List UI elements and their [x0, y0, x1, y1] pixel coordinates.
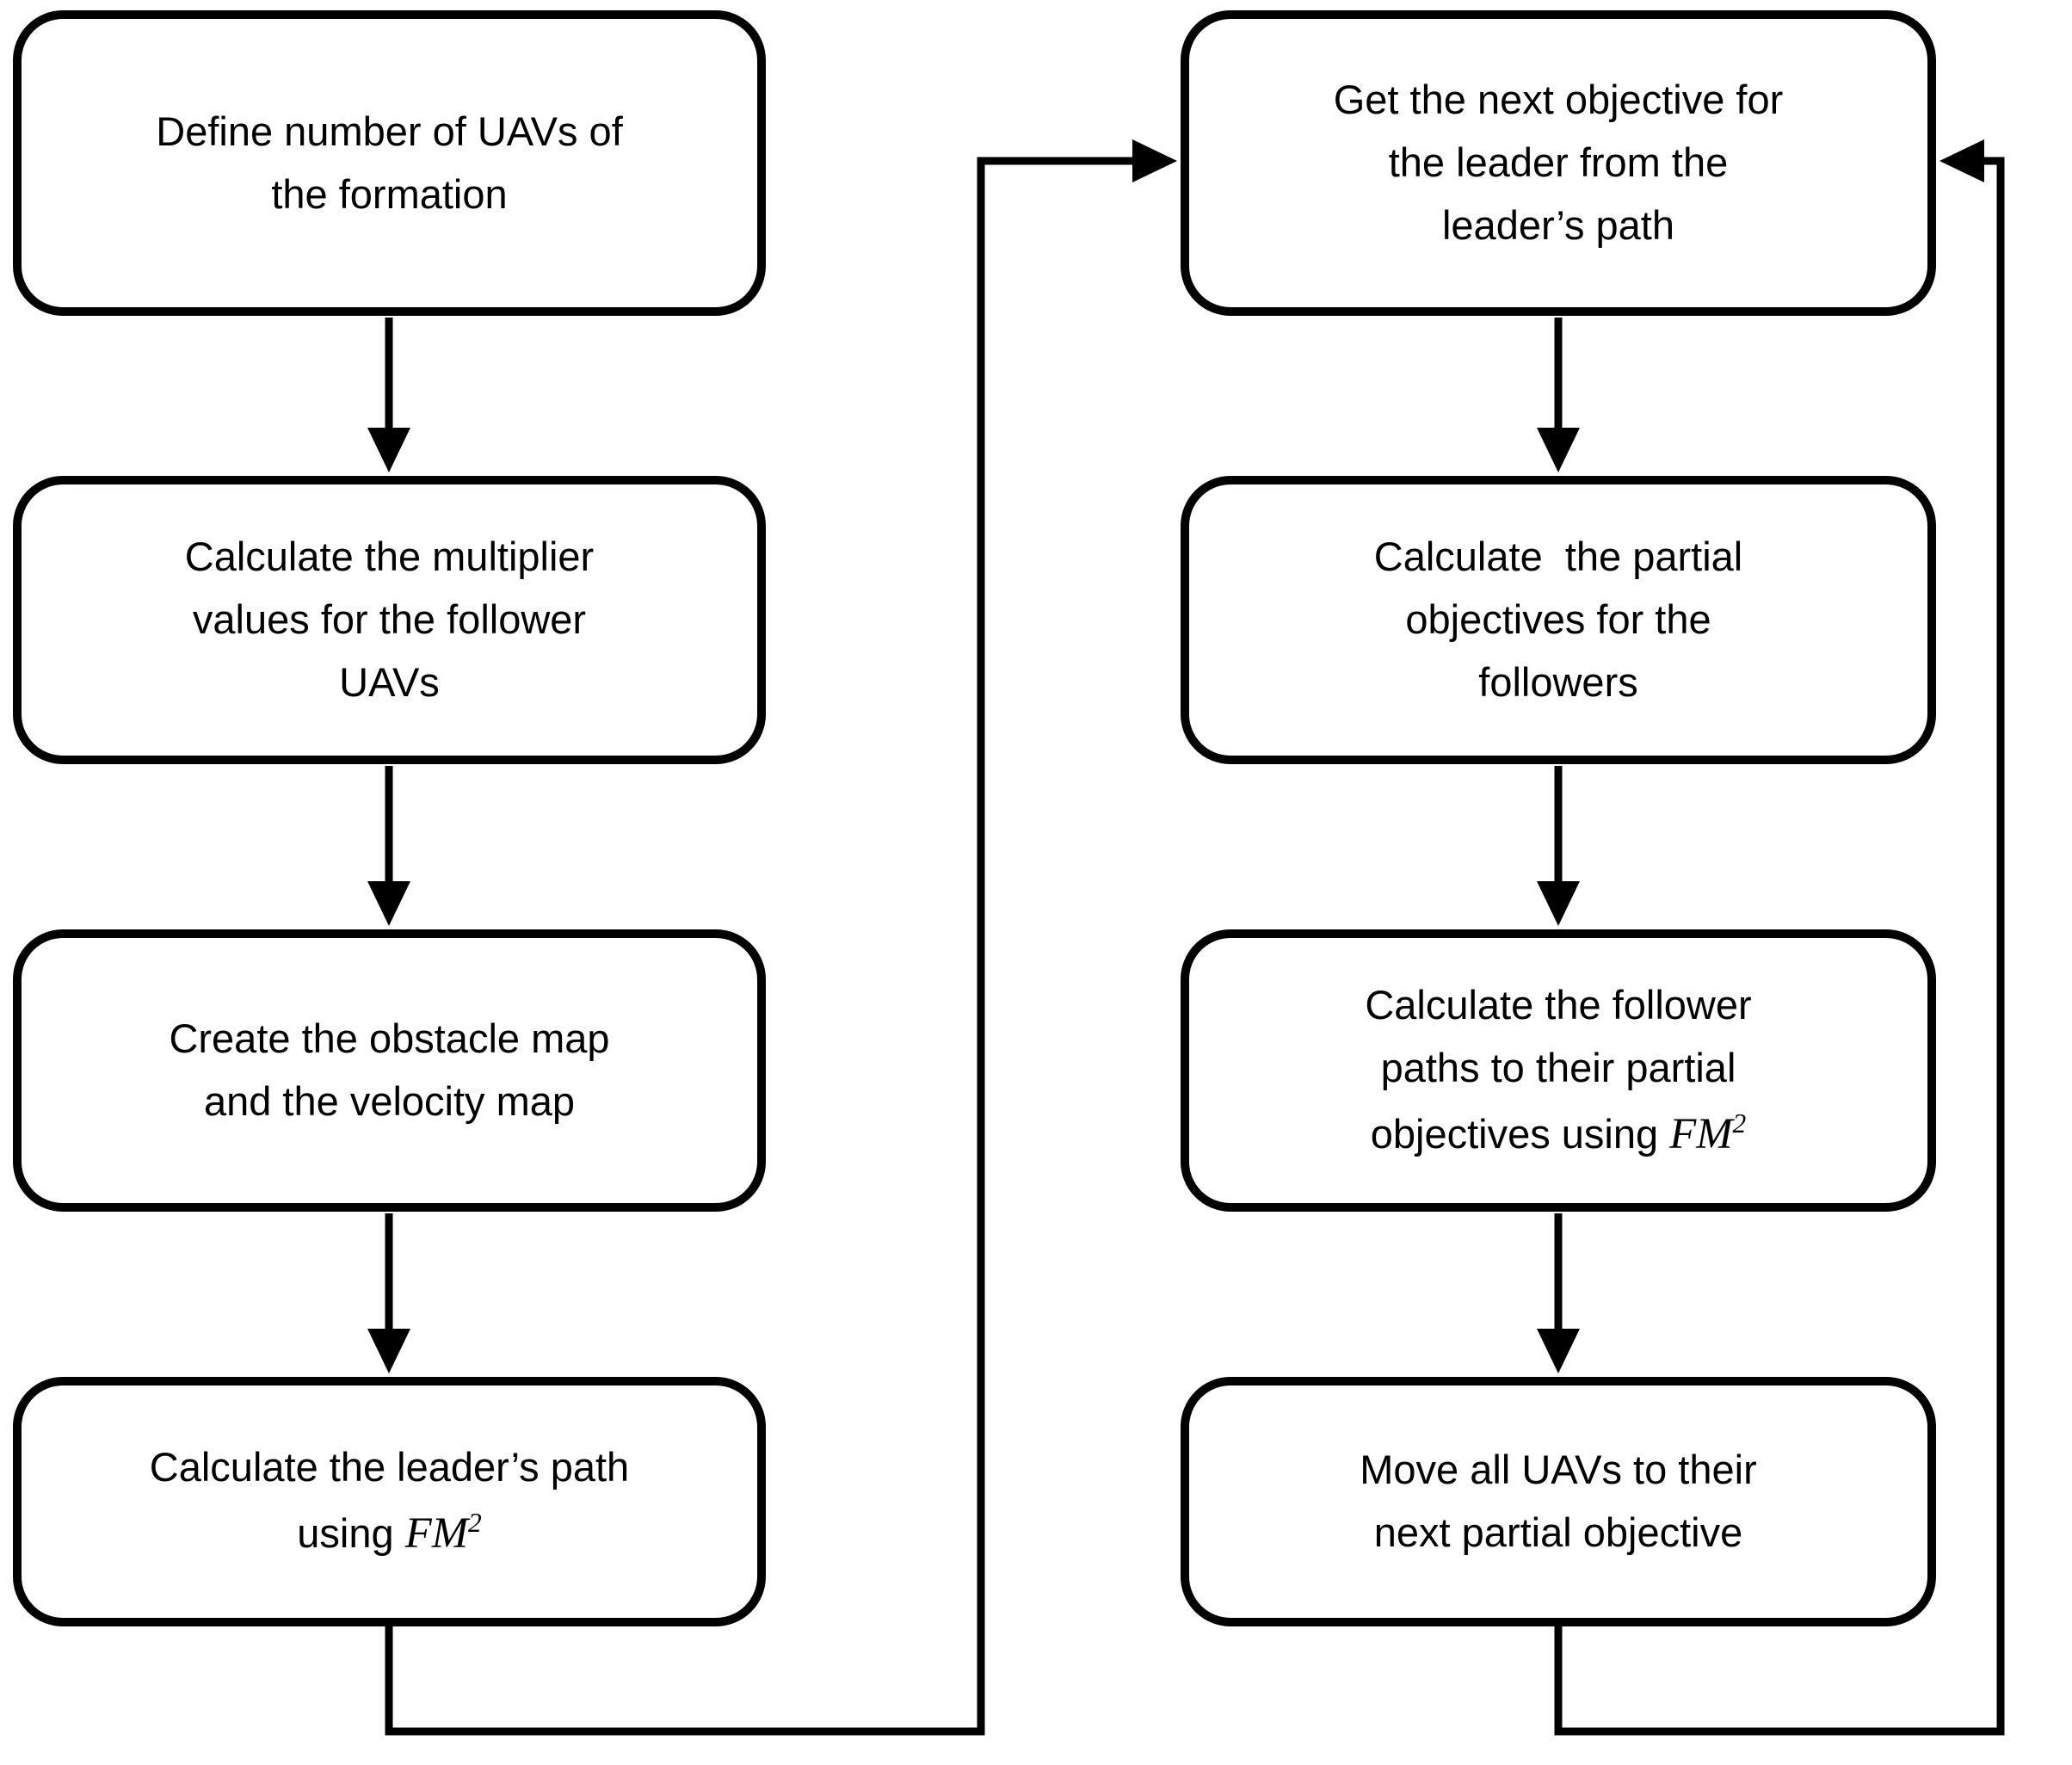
arrow-objective-to-partial-arrowhead-icon: [1537, 428, 1580, 472]
loop-leader-path-to-objective: [385, 157, 1132, 1736]
arrow-multiplier-to-maps-arrowhead-icon: [367, 881, 410, 926]
loop-move-to-objective: [1554, 157, 2005, 1736]
math-fm-squared: FM2: [404, 1508, 482, 1558]
loop-move-to-objective-arrowhead-icon: [1939, 139, 1984, 182]
arrow-follower-paths-to-move-arrowhead-icon: [1537, 1329, 1580, 1373]
arrow-define-to-multiplier-arrowhead-icon: [367, 428, 410, 472]
math-fm-squared: FM2: [1669, 1108, 1747, 1157]
arrow-partial-to-follower-paths-arrowhead-icon: [1537, 881, 1580, 926]
arrow-maps-to-leader-path-arrowhead-icon: [367, 1329, 410, 1373]
loop-leader-path-to-objective-arrowhead-icon: [1132, 139, 1177, 182]
